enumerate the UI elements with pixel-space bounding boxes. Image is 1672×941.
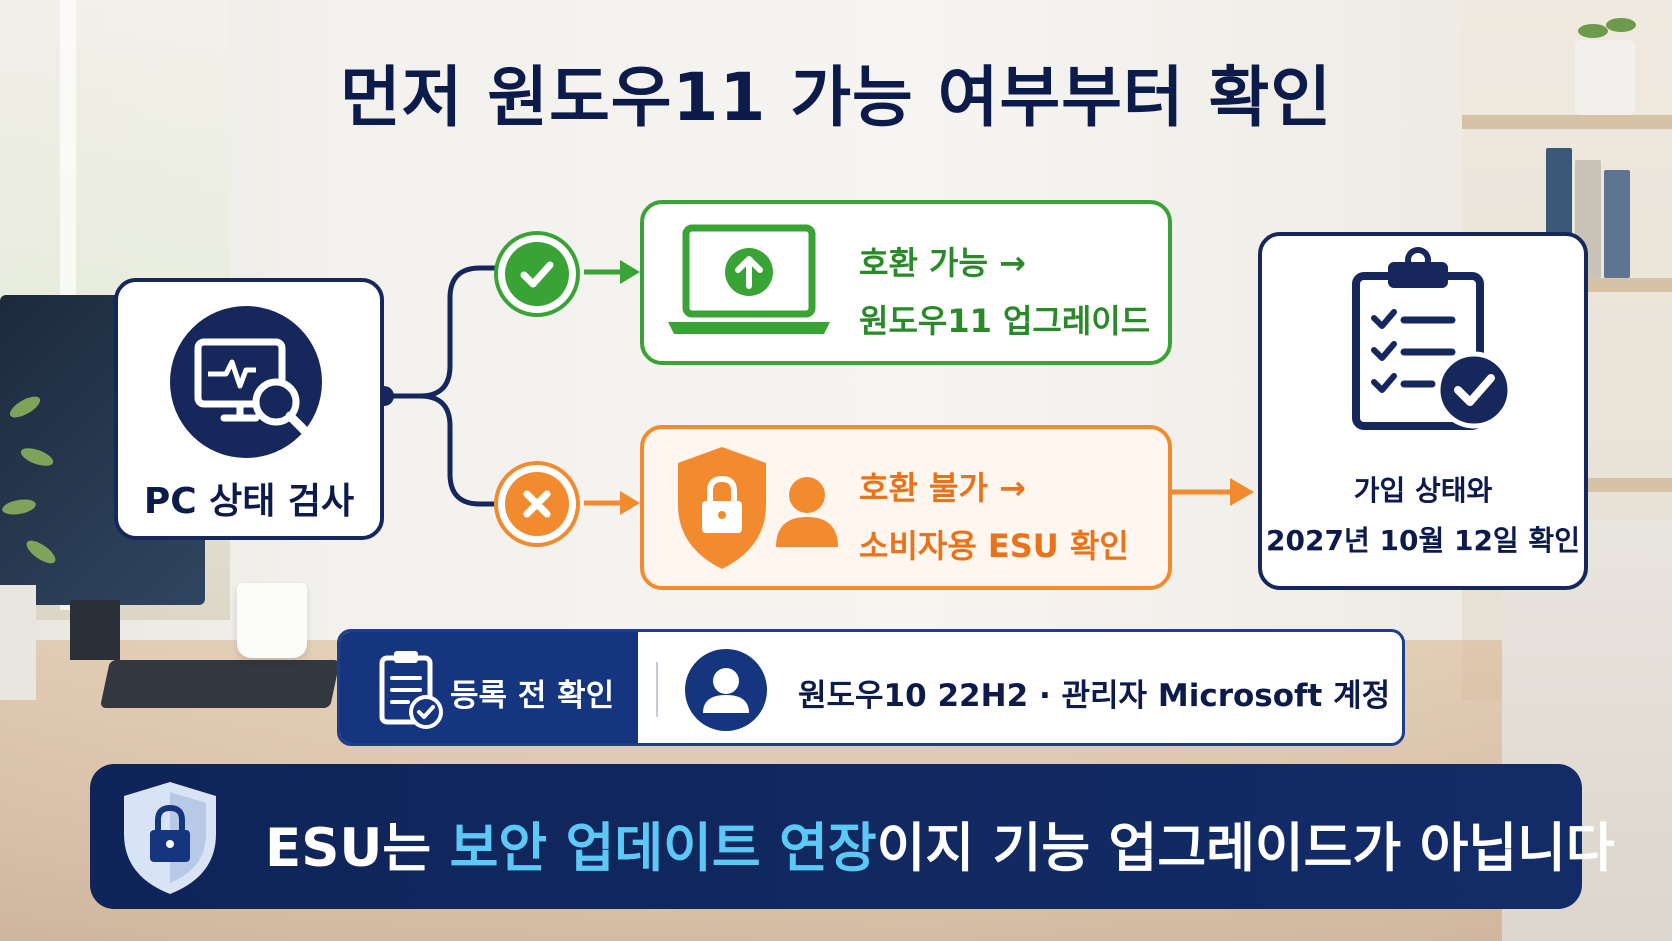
pre-check-label: 등록 전 확인 <box>450 678 615 714</box>
check-icon <box>505 242 569 306</box>
result-line1: 가입 상태와 <box>1353 474 1493 507</box>
clipboard-check-icon <box>378 646 444 736</box>
banner-part2: 이지 기능 업그레이드가 아닙니다 <box>876 818 1615 879</box>
pre-check-header: 등록 전 확인 <box>340 632 638 743</box>
incompatible-card: 호환 불가 → 소비자용 ESU 확인 <box>640 425 1172 590</box>
background-plant-pot <box>0 585 36 700</box>
x-icon <box>505 472 569 536</box>
plant-leaf <box>1578 24 1608 38</box>
esu-notice-banner: ESU는 보안 업데이트 연장이지 기능 업그레이드가 아닙니다 <box>90 764 1615 909</box>
incompatible-line1: 호환 불가 → <box>859 469 1026 507</box>
incompatible-status <box>494 461 580 547</box>
compatible-line1: 호환 가능 → <box>859 244 1026 282</box>
shield-lock-icon <box>118 778 222 902</box>
background-plant-pot <box>1575 40 1635 115</box>
compatible-status <box>494 231 580 317</box>
divider <box>656 662 658 717</box>
shield-lock-icon <box>672 443 772 577</box>
page-title: 먼저 원도우11 가능 여부부터 확인 <box>339 59 1333 136</box>
laptop-upgrade-icon <box>664 222 834 346</box>
compatible-text: 호환 가능 → 원도우11 업그레이드 <box>859 234 1159 350</box>
banner-text: ESU는 보안 업데이트 연장이지 기능 업그레이드가 아닙니다 <box>265 806 1615 882</box>
banner-part1: ESU는 <box>265 818 450 879</box>
book <box>1604 170 1630 278</box>
plant-leaf <box>1606 18 1636 32</box>
user-icon <box>685 649 767 731</box>
background-mug <box>237 583 307 658</box>
background-monitor-stand <box>70 600 120 660</box>
pc-check-node: PC 상태 검사 <box>114 278 384 540</box>
incompatible-line2: 소비자용 ESU 확인 <box>859 527 1129 565</box>
compatible-card: 호환 가능 → 원도우11 업그레이드 <box>640 200 1172 365</box>
compatible-line2: 원도우11 업그레이드 <box>859 302 1151 340</box>
clipboard-check-icon <box>1348 242 1528 446</box>
pre-registration-check-bar: 등록 전 확인 원도우10 22H2 · 관리자 Microsoft 계정 <box>337 629 1405 746</box>
banner-highlight: 보안 업데이트 연장 <box>449 818 877 879</box>
pc-check-label: PC 상태 검사 <box>143 481 355 522</box>
incompatible-text: 호환 불가 → 소비자용 ESU 확인 <box>859 459 1159 575</box>
result-node: 가입 상태와 2027년 10월 12일 확인 <box>1258 232 1588 590</box>
shelf-board <box>1462 115 1672 129</box>
result-line2: 2027년 10월 12일 확인 <box>1266 524 1580 557</box>
user-icon <box>772 475 842 555</box>
result-text: 가입 상태와 2027년 10월 12일 확인 <box>1262 466 1584 566</box>
monitor-search-icon <box>170 306 322 458</box>
pre-check-requirements: 원도우10 22H2 · 관리자 Microsoft 계정 <box>798 678 1391 714</box>
